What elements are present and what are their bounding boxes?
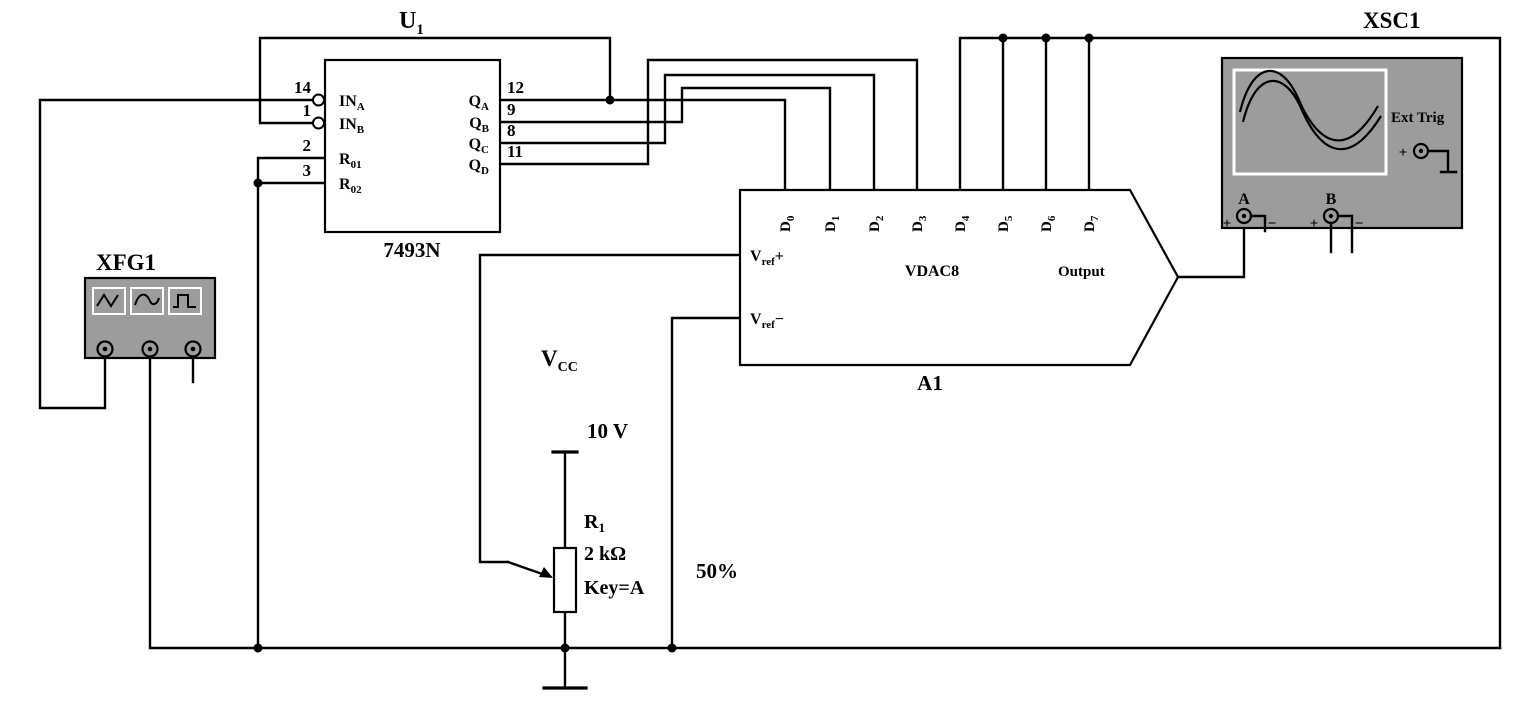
u1-pin-label-r01: R01: [339, 151, 362, 171]
junction-dots: [253, 33, 1094, 653]
clock-bubble-ina: [312, 93, 325, 107]
u1-part-label: 7493N: [383, 238, 440, 262]
a1-pin-label-d7: D7: [1082, 215, 1101, 232]
xsc1-waveform-trace-b: [1241, 79, 1382, 151]
wire-vrefplus-to-wiper[interactable]: [478, 253, 742, 564]
potentiometer-r1[interactable]: R1 2 kΩ Key=A 50%: [506, 511, 738, 614]
u1-pin-label-qb: QB: [469, 115, 489, 135]
xsc1-channel-a-minus-stub: [1249, 214, 1267, 233]
wire-qb-to-d1[interactable]: [498, 86, 832, 192]
junction-dot: [560, 643, 570, 653]
clock-bubble-inb: [312, 116, 325, 130]
dac-a1[interactable]: D0 D1 D2 D3 D4 D5 D6 D7 Vref+ Vref− VDAC…: [738, 188, 1180, 395]
u1-pin-label-qa: QA: [469, 93, 489, 113]
u1-pin-number-12: 12: [507, 78, 524, 97]
xsc1-channel-b-label: B: [1326, 191, 1337, 208]
xfg1-terminal-minus-pin: [102, 346, 108, 352]
a1-pin-label-d3: D3: [910, 215, 929, 232]
xfg1-terminal-common-pin: [147, 346, 153, 352]
a1-ref-label: A1: [917, 371, 943, 395]
u1-pin-number-3: 3: [303, 161, 312, 180]
xsc1-ext-trig-label: Ext Trig: [1391, 110, 1445, 126]
r1-body[interactable]: [552, 546, 578, 614]
r1-wiper-arrow-line: [506, 560, 547, 577]
function-generator-xfg1[interactable]: XFG1: [83, 250, 217, 360]
r1-key-label: Key=A: [584, 577, 645, 599]
junction-dot: [253, 178, 263, 188]
wire-common-bus[interactable]: [148, 355, 1502, 650]
r1-wiper-arrowhead-icon: [539, 567, 553, 578]
u1-ref-label: U1: [399, 8, 424, 38]
u1-pin-number-8: 8: [507, 121, 516, 140]
junction-dot: [253, 643, 263, 653]
waveform-square-button: [168, 287, 202, 315]
a1-pin-label-vref-minus: Vref−: [750, 311, 784, 331]
xsc1-channel-a-label: A: [1238, 191, 1250, 208]
a1-pin-label-d1: D1: [823, 216, 842, 232]
wire-r01-to-ground-bus[interactable]: [256, 156, 327, 650]
xsc1-ext-trig-stub: [1426, 149, 1450, 174]
vcc-source[interactable]: VCC 10 V: [541, 346, 628, 454]
wire-qd-to-d3[interactable]: [498, 58, 919, 192]
xsc1-ref-label: XSC1: [1363, 8, 1421, 33]
xsc1-ext-trig-terminal-pin: [1418, 148, 1424, 154]
a1-pin-label-d4: D4: [953, 215, 972, 232]
u1-pin-number-1: 1: [303, 101, 312, 120]
junction-dot: [667, 643, 677, 653]
a1-pin-label-d0: D0: [778, 215, 797, 232]
wire-qa-to-inb-cascade[interactable]: [258, 36, 612, 125]
vcc-value-label: 10 V: [587, 419, 628, 443]
xsc1-waveform-trace-a: [1238, 69, 1379, 142]
u1-pin-number-9: 9: [507, 100, 516, 119]
xfg1-terminal-plus-pin: [190, 346, 196, 352]
xsc1-channel-b-minus: −: [1355, 216, 1364, 232]
u1-pin-label-qc: QC: [469, 136, 489, 156]
xsc1-channel-b-minus-stub: [1336, 214, 1354, 233]
u1-pin-number-2: 2: [303, 136, 312, 155]
u1-pin-number-11: 11: [507, 142, 523, 161]
wire-vrefminus-to-bus[interactable]: [670, 316, 742, 650]
xsc1-channel-b-plus: +: [1310, 216, 1319, 232]
wires[interactable]: [38, 36, 1502, 690]
u1-pin-label-r02: R02: [339, 176, 362, 196]
a1-pin-label-d6: D6: [1039, 215, 1058, 232]
u1-pin-label-inb: INB: [339, 116, 365, 136]
vcc-label: VCC: [541, 346, 578, 375]
u1-pin-number-14: 14: [294, 78, 312, 97]
counter-u1[interactable]: U1 14 1 2 3 INA INB R01 R02 12 9 8 11 QA…: [294, 8, 524, 262]
waveform-triangle-icon: [96, 293, 119, 308]
wire-qc-to-d2[interactable]: [498, 73, 876, 192]
u1-pin-label-qd: QD: [469, 157, 489, 177]
xsc1-channel-b-terminal-pin: [1328, 213, 1334, 219]
xsc1-ext-trig-plus: +: [1399, 145, 1408, 161]
junction-dot: [1084, 33, 1094, 43]
r1-wiper-percent-label: 50%: [696, 559, 738, 583]
wire-qa-to-d0[interactable]: [498, 98, 787, 192]
xsc1-channel-a-minus: −: [1268, 216, 1277, 232]
a1-pin-label-d2: D2: [867, 215, 886, 232]
r1-ref-label: R1: [584, 511, 605, 535]
waveform-triangle-button: [92, 287, 126, 315]
xfg1-ref-label: XFG1: [96, 250, 156, 275]
wire-dac-output-to-scope[interactable]: [1176, 221, 1246, 279]
a1-pin-label-vref-plus: Vref+: [750, 248, 784, 268]
xsc1-channel-a-plus: +: [1223, 216, 1232, 232]
junction-dot: [605, 95, 615, 105]
a1-pin-label-d5: D5: [996, 215, 1015, 232]
wire-d4-d7-ground-tie[interactable]: [958, 36, 1502, 650]
junction-dot: [1041, 33, 1051, 43]
u1-body[interactable]: [323, 58, 502, 234]
waveform-sine-icon: [134, 293, 160, 306]
r1-value-label: 2 kΩ: [584, 543, 626, 565]
waveform-square-icon: [173, 294, 196, 308]
a1-output-label: Output: [1058, 264, 1105, 280]
a1-part-label: VDAC8: [905, 263, 959, 280]
oscilloscope-xsc1[interactable]: XSC1 Ext Trig + A + − B + −: [1220, 8, 1464, 254]
xsc1-channel-a-terminal-pin: [1241, 213, 1247, 219]
a1-body[interactable]: [738, 188, 1180, 367]
u1-pin-label-ina: INA: [339, 93, 365, 113]
junction-dot: [998, 33, 1008, 43]
wire-xfg-to-ina[interactable]: [38, 98, 315, 410]
